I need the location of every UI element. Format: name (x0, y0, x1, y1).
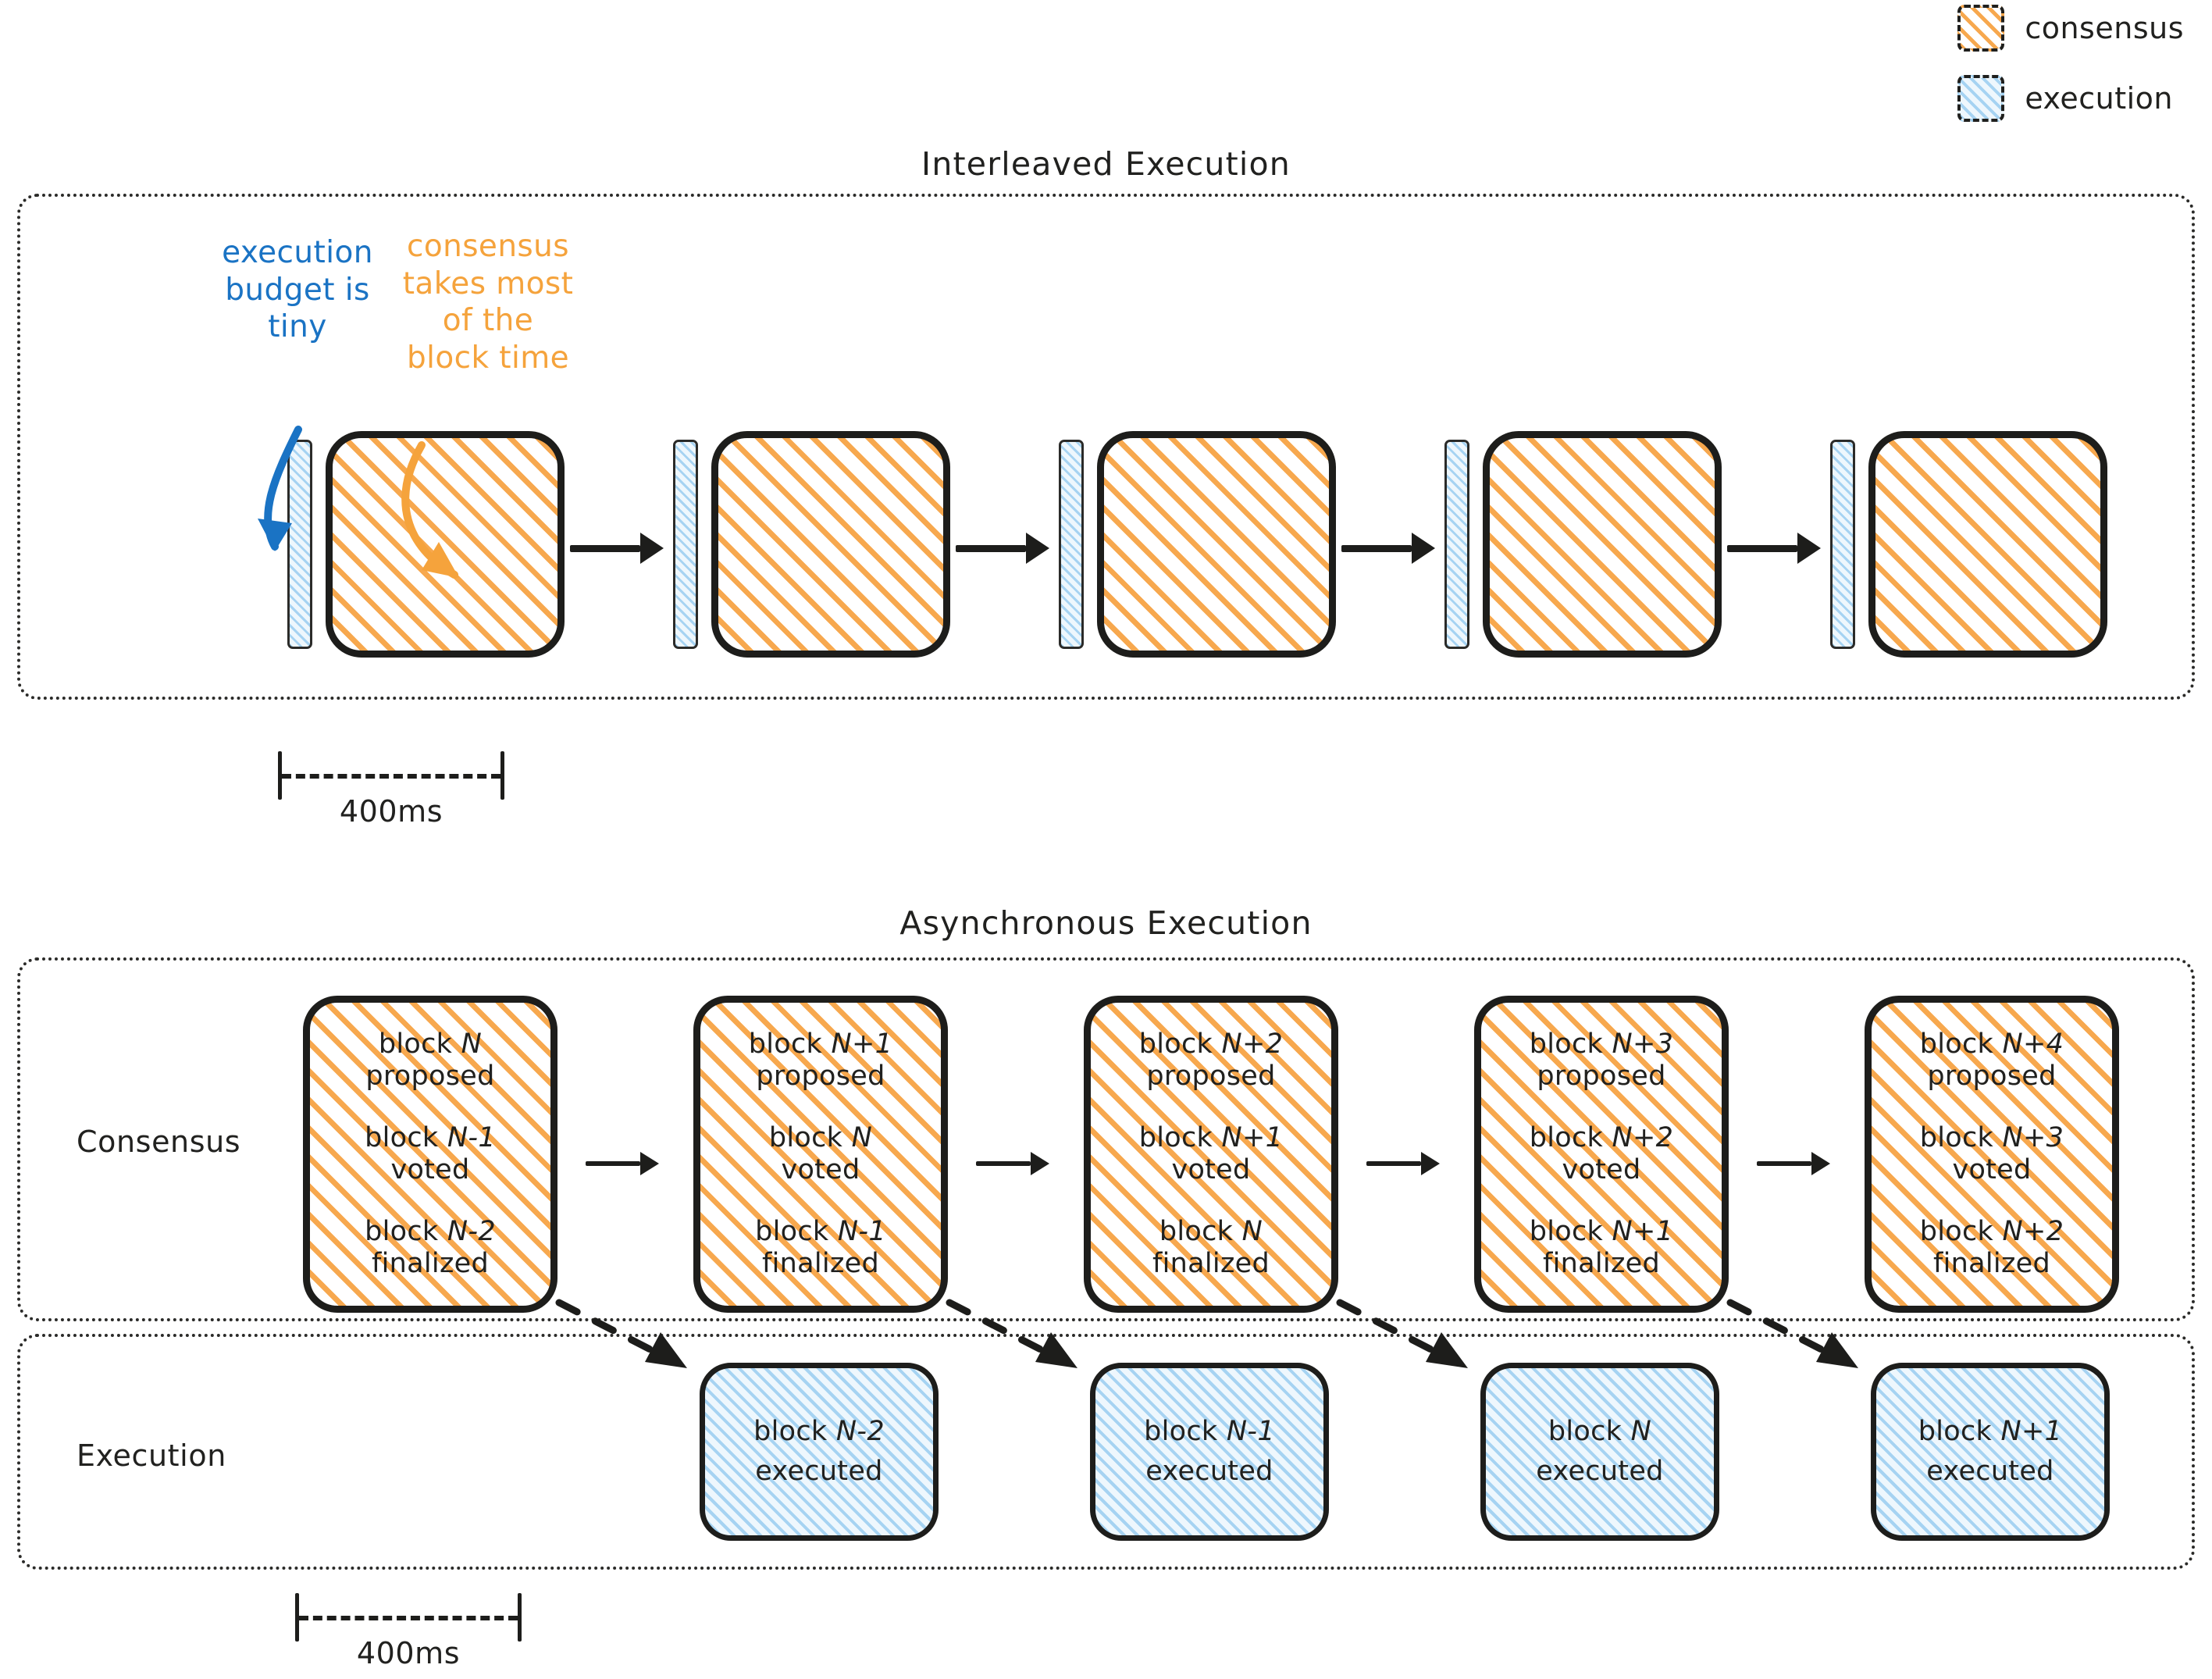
execution-row-container (17, 1334, 2195, 1570)
execution-sliver-4 (1444, 440, 1469, 649)
legend-label-consensus: consensus (2025, 11, 2184, 45)
interleaved-slot-2 (673, 431, 950, 658)
execution-card-status: executed (1536, 1456, 1664, 1487)
ruler-400ms-bottom: 400ms (295, 1593, 522, 1670)
row-label-execution: Execution (77, 1438, 226, 1473)
legend-item-consensus: consensus (1957, 5, 2184, 52)
execution-sliver-3 (1059, 440, 1084, 649)
execution-card-status: executed (1145, 1456, 1273, 1487)
execution-card-3: block N executed (1480, 1363, 1719, 1541)
ruler-label: 400ms (339, 794, 443, 829)
interleaved-slot-4 (1444, 431, 1722, 658)
section-title-interleaved: Interleaved Execution (921, 145, 1291, 183)
interleaved-slot-3 (1059, 431, 1336, 658)
execution-card-block: block N‑1 (1144, 1416, 1275, 1448)
legend-item-execution: execution (1957, 75, 2184, 122)
interleaved-slot-5 (1830, 431, 2107, 658)
annotation-execution-budget: execution budget is tiny (222, 235, 373, 345)
consensus-block-2 (711, 431, 950, 658)
ruler-400ms-top: 400ms (278, 751, 504, 829)
consensus-arrow-4 (1757, 1152, 1830, 1175)
interleaved-arrow-1 (570, 533, 664, 564)
execution-sliver-1 (287, 440, 312, 649)
execution-sliver-5 (1830, 440, 1855, 649)
legend: consensus execution (1957, 5, 2184, 122)
consensus-arrow-1 (586, 1152, 659, 1175)
consensus-arrow-3 (1366, 1152, 1440, 1175)
legend-label-execution: execution (2025, 81, 2174, 116)
execution-card-1: block N‑2 executed (700, 1363, 939, 1541)
consensus-arrow-2 (976, 1152, 1049, 1175)
consensus-row-container (17, 957, 2195, 1321)
execution-card-status: executed (1926, 1456, 2054, 1487)
execution-card-block: block N‑2 (753, 1416, 885, 1448)
consensus-hatch-swatch-icon (1957, 5, 2005, 52)
consensus-block-4 (1483, 431, 1722, 658)
annotation-consensus-share: consensus takes most of the block time (402, 229, 574, 376)
interleaved-slot-1 (287, 431, 565, 658)
interleaved-container (17, 194, 2195, 700)
row-label-consensus: Consensus (77, 1125, 241, 1159)
consensus-block-5 (1868, 431, 2107, 658)
execution-card-status: executed (755, 1456, 883, 1487)
execution-sliver-2 (673, 440, 698, 649)
interleaved-arrow-2 (956, 533, 1049, 564)
section-title-asynchronous: Asynchronous Execution (899, 904, 1313, 942)
interleaved-arrow-4 (1727, 533, 1821, 564)
interleaved-arrow-3 (1341, 533, 1435, 564)
execution-hatch-swatch-icon (1957, 75, 2005, 122)
execution-card-block: block N (1548, 1416, 1652, 1448)
execution-card-2: block N‑1 executed (1090, 1363, 1329, 1541)
consensus-block-1 (326, 431, 565, 658)
ruler-label: 400ms (356, 1636, 461, 1670)
consensus-block-3 (1097, 431, 1336, 658)
execution-card-4: block N+1 executed (1871, 1363, 2110, 1541)
execution-card-block: block N+1 (1918, 1416, 2063, 1448)
